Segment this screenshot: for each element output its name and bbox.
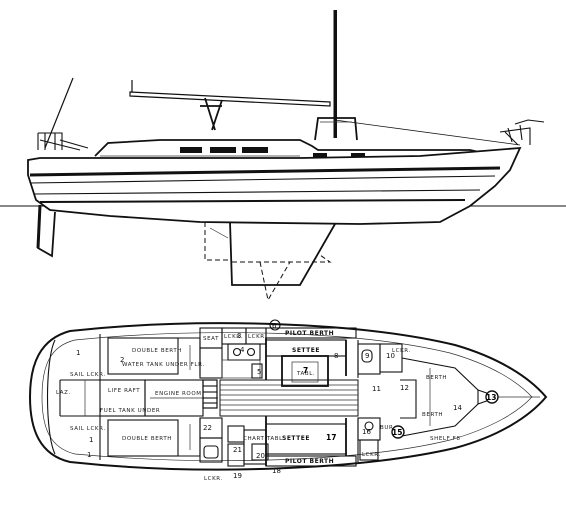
backstay (44, 77, 74, 149)
toilet (361, 349, 373, 363)
item-number: 4 (240, 346, 245, 354)
item-number: 16 (362, 428, 371, 436)
label-pilot-berth-port: PILOT BERTH (285, 330, 334, 337)
label-seat: SEAT (203, 336, 219, 342)
item-number: 7 (303, 366, 308, 375)
item-number: 15 (392, 428, 402, 437)
item-number: 17 (326, 433, 336, 442)
accommodation-plan (28, 322, 548, 471)
item-number: 8 (334, 352, 338, 360)
item-number: 10 (386, 352, 395, 360)
item-number: 13 (486, 393, 496, 402)
label-berth-upper: BERTH (426, 375, 447, 381)
item-number: 3 (237, 332, 241, 340)
item-number: 1 (87, 451, 91, 459)
label-settee-stbd: SETTEE (282, 435, 310, 442)
plan-labels: SAIL LCKR. SAIL LCKR. LAZ. DOUBLE BERTH … (56, 330, 461, 482)
cabin-window (180, 147, 202, 153)
item-number: 21 (233, 446, 242, 454)
item-number: 20 (256, 452, 265, 460)
item-number: 5 (257, 368, 261, 376)
item-number: 1 (76, 349, 80, 357)
cabin-window (210, 147, 236, 153)
label-sail-lckr-aft: SAIL LCKR. (70, 372, 106, 378)
item-number: 9 (365, 352, 369, 360)
label-settee-port: SETTEE (292, 347, 320, 354)
label-water-tank: WATER TANK UNDER FLR. (122, 362, 205, 368)
item-number: 2 (120, 356, 124, 364)
saloon-table (281, 355, 329, 387)
label-double-berth-port: DOUBLE BERTH (132, 348, 182, 354)
label-engine-room: ENGINE ROOM (155, 391, 202, 397)
label-lckr-aft-stbd: LCKR. (204, 476, 223, 482)
item-number: 6 (272, 322, 277, 330)
item-number: 11 (372, 385, 381, 393)
boom (129, 91, 331, 107)
item-number: 14 (453, 404, 462, 412)
label-double-berth-stbd: DOUBLE BERTH (122, 436, 172, 442)
label-sail-lckr-aft-stbd: SAIL LCKR. (70, 426, 106, 432)
label-fuel-tank: FUEL TANK UNDER (100, 408, 160, 414)
label-chart-table: CHART TABL (243, 436, 283, 442)
keel-dashed-outline (204, 222, 332, 302)
head-sink (203, 445, 219, 459)
item-number: 1 (89, 436, 93, 444)
profile-view (0, 10, 566, 302)
label-pilot-berth-stbd: PILOT BERTH (285, 458, 334, 465)
label-lckr-forward: LCKR. (392, 348, 411, 354)
label-laz: LAZ. (56, 390, 71, 396)
companionway-steps (202, 379, 218, 409)
keel (229, 221, 336, 286)
label-shelf: SHELF F8 (430, 436, 461, 442)
plan-numbers: 1 1 1 2 3 4 5 6 7 8 9 10 11 12 13 14 15 … (76, 319, 499, 480)
item-number: 12 (400, 384, 409, 392)
label-berth-lower: BERTH (422, 412, 443, 418)
item-number: 22 (203, 424, 212, 432)
label-life-raft: LIFE RAFT (108, 388, 140, 394)
label-lckr-fwd-stbd: LCKR. (362, 452, 381, 458)
hull-profile (27, 146, 522, 225)
label-table: TABL. (296, 371, 315, 377)
vee-berth (401, 357, 479, 437)
item-number: 19 (233, 472, 242, 480)
label-lckr-galley-2: LCKR. (248, 334, 267, 340)
label-lckr-galley-1: LCKR. (224, 334, 243, 340)
label-bur: BUR. (380, 425, 396, 431)
cabin-window (242, 147, 268, 153)
item-number: 18 (272, 467, 281, 475)
